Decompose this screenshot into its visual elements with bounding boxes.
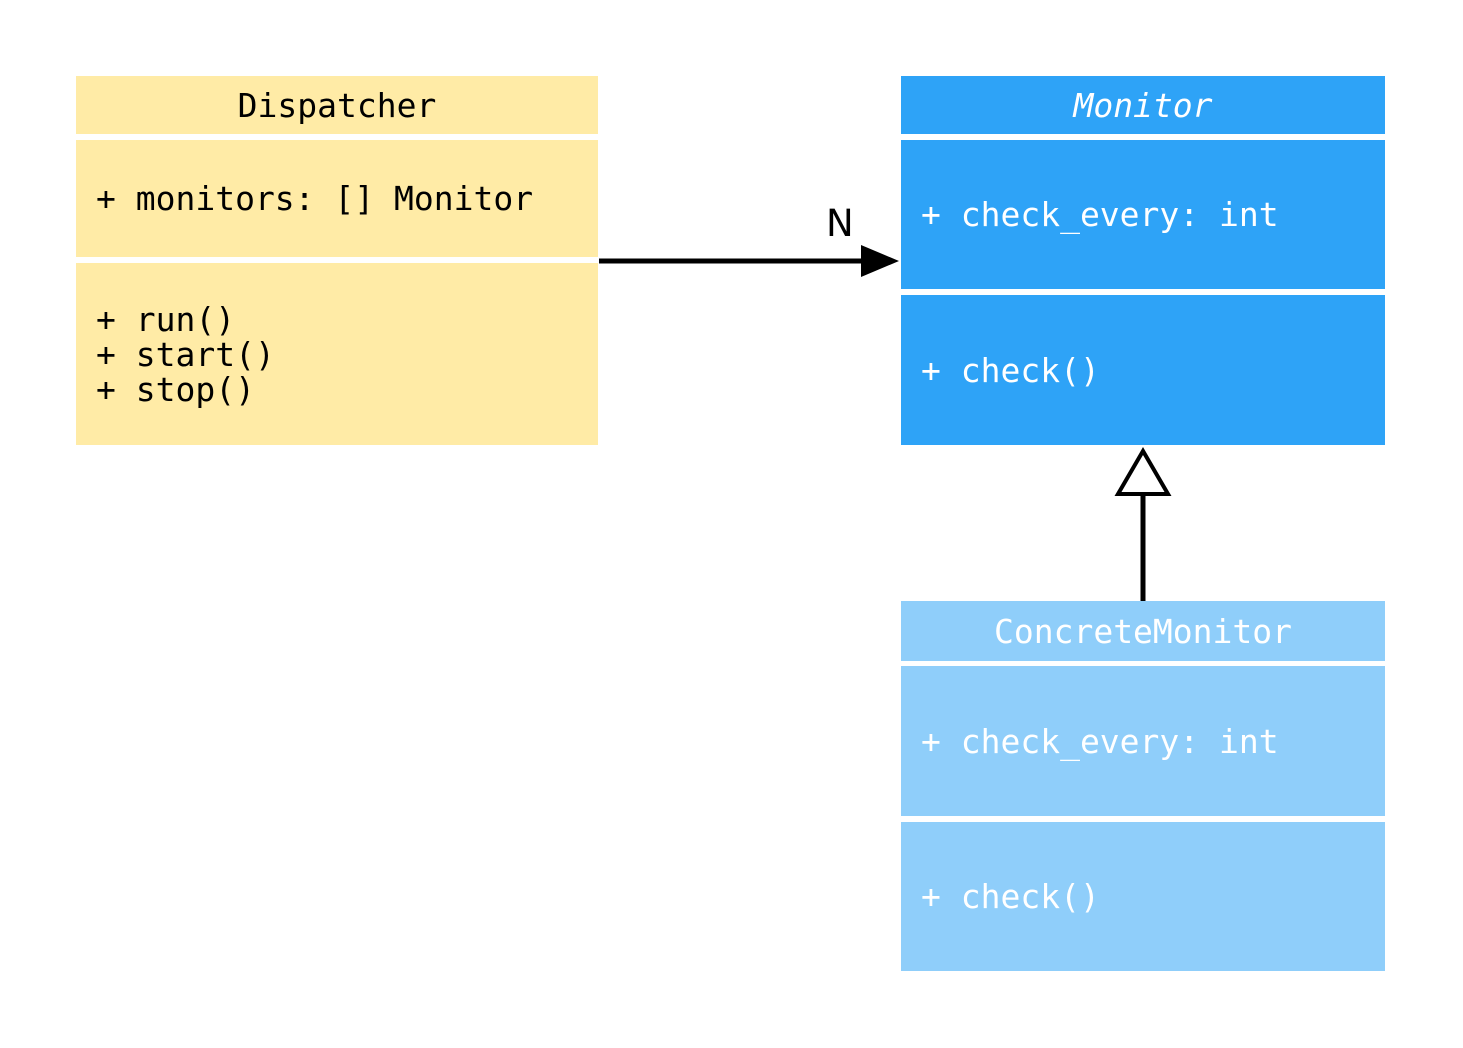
class-concretemonitor-methods: + check(): [901, 822, 1385, 971]
attribute-line: + check_every: int: [921, 195, 1279, 234]
attribute-line: + check_every: int: [921, 721, 1279, 761]
association-arrow-dispatcher-to-monitor: [599, 245, 899, 277]
method-line: + check(): [921, 350, 1100, 390]
inheritance-arrow-concretemonitor-to-monitor: [1114, 447, 1172, 601]
attribute-line: + monitors: [] Monitor: [96, 179, 534, 218]
method-line: + run(): [96, 299, 236, 339]
association-multiplicity-label: N: [826, 202, 854, 245]
method-line: + check(): [921, 877, 1100, 916]
class-monitor-attributes: + check_every: int: [901, 140, 1385, 289]
class-monitor-title: Monitor: [901, 76, 1385, 134]
class-concretemonitor-title: ConcreteMonitor: [901, 601, 1385, 661]
hollow-triangle-icon: [1114, 447, 1172, 496]
arrowhead-icon: [861, 245, 899, 277]
method-line: + stop(): [96, 369, 255, 409]
class-dispatcher-methods: + run() + start() + stop(): [76, 263, 598, 445]
class-concretemonitor-attributes: + check_every: int: [901, 666, 1385, 816]
class-monitor-methods: + check(): [901, 295, 1385, 445]
class-dispatcher-title: Dispatcher: [76, 76, 598, 134]
class-dispatcher-attributes: + monitors: [] Monitor: [76, 140, 598, 257]
method-line: + start(): [96, 334, 275, 374]
